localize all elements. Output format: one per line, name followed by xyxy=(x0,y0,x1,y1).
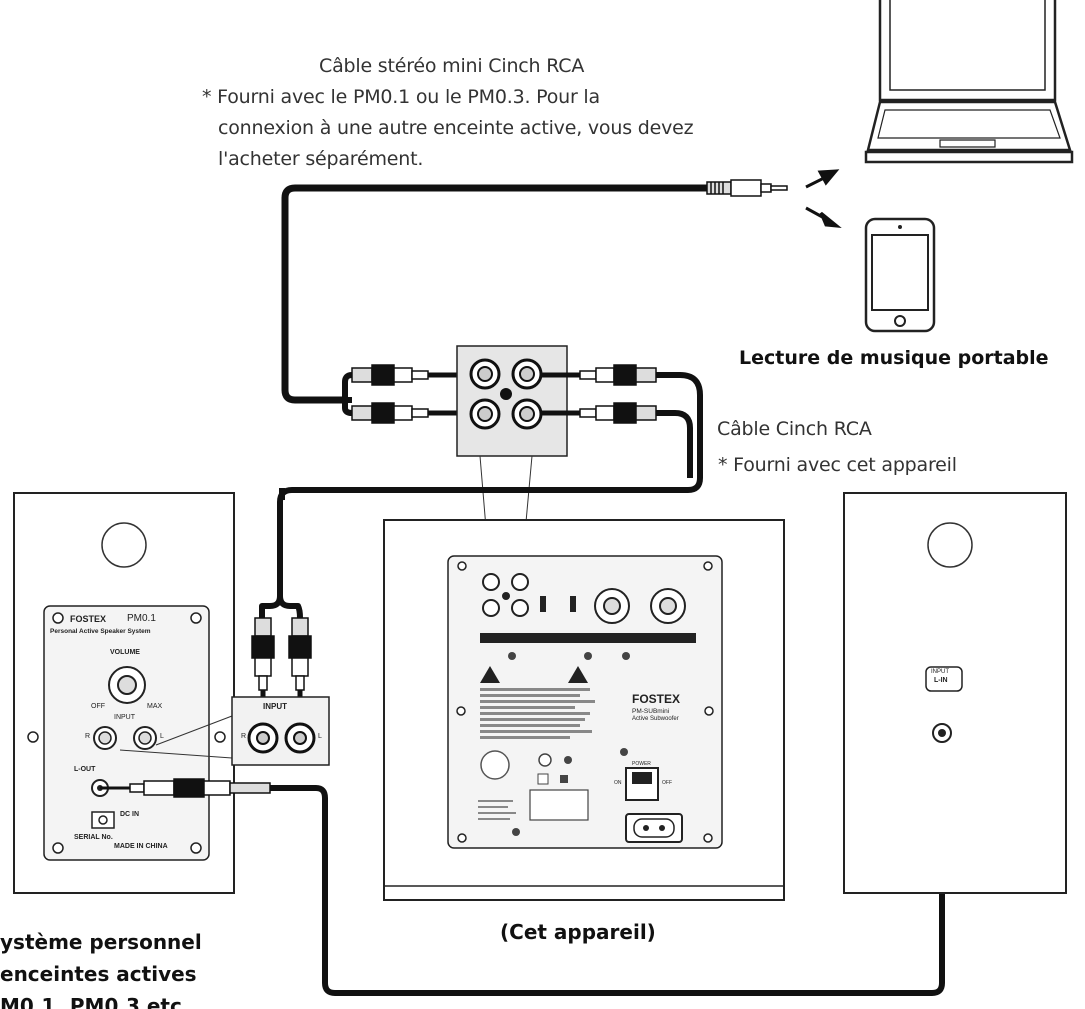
portable-music-label: Lecture de musique portable xyxy=(739,347,1049,369)
left-panel-dc-in: DC IN xyxy=(120,811,140,818)
input-callout xyxy=(231,696,330,766)
left-panel-r: R xyxy=(85,733,91,740)
arrow-to-player-icon xyxy=(805,206,842,228)
left-panel-max: MAX xyxy=(147,703,163,710)
stereo-cable-title: Câble stéréo mini Cinch RCA xyxy=(319,55,585,77)
right-speaker-label-2: L-IN xyxy=(934,677,948,684)
mini-jack-plug xyxy=(706,179,788,197)
rca-cable-note: * Fourni avec cet appareil xyxy=(718,454,957,476)
left-panel-l-out: L-OUT xyxy=(74,766,96,773)
rca-cable xyxy=(259,372,703,619)
subwoofer xyxy=(383,519,785,901)
stereo-cable-note-2: connexion à une autre enceinte active, v… xyxy=(218,117,694,139)
sub-panel-brand: FOSTEX xyxy=(632,692,681,706)
stereo-cable-note-1: * Fourni avec le PM0.1 ou le PM0.3. Pour… xyxy=(202,86,600,108)
callout-input: INPUT xyxy=(263,702,287,711)
callout-l: L xyxy=(318,733,322,740)
stereo-mini-cable xyxy=(281,184,707,416)
stereo-cable-note-3: l'acheter séparément. xyxy=(218,148,424,170)
left-panel-brand: FOSTEX xyxy=(70,614,107,624)
laptop-icon xyxy=(864,0,1074,164)
sub-panel-model: PM-SUBmini xyxy=(632,708,670,715)
speaker-system-label-3: M0.1, PM0.3 etc xyxy=(0,994,182,1009)
left-panel-made-in: MADE IN CHINA xyxy=(114,843,168,850)
rca-jack-panel-callout xyxy=(456,345,568,589)
left-panel-l: L xyxy=(160,733,164,740)
this-unit-label: (Cet appareil) xyxy=(500,920,656,944)
rca-plugs-left-pair xyxy=(351,364,470,424)
speaker-system-label-1: ystème personnel xyxy=(0,930,202,954)
right-speaker-label-1: INPUT xyxy=(931,669,949,675)
rca-plugs-right-pair xyxy=(540,364,657,424)
sub-panel-off: OFF xyxy=(662,780,672,786)
sub-panel-power: POWER xyxy=(632,761,651,767)
left-panel-off: OFF xyxy=(91,703,105,710)
sub-panel-subtitle: Active Subwoofer xyxy=(632,716,679,722)
left-speaker xyxy=(13,492,235,894)
left-panel-input: INPUT xyxy=(114,714,135,721)
right-speaker xyxy=(843,492,1067,894)
rca-plugs-vertical xyxy=(251,617,312,716)
portable-player-icon xyxy=(864,217,936,333)
rca-cable-title: Câble Cinch RCA xyxy=(717,418,872,440)
arrow-to-laptop-icon xyxy=(805,169,840,189)
left-panel-serial: SERIAL No. xyxy=(74,834,113,841)
sub-panel-on: ON xyxy=(614,780,622,786)
callout-r: R xyxy=(241,733,247,740)
left-panel-volume: VOLUME xyxy=(110,649,140,656)
left-panel-subtitle: Personal Active Speaker System xyxy=(50,628,151,635)
left-panel-model: PM0.1 xyxy=(127,613,156,624)
l-out-plug xyxy=(129,778,271,798)
speaker-system-label-2: enceintes actives xyxy=(0,962,197,986)
